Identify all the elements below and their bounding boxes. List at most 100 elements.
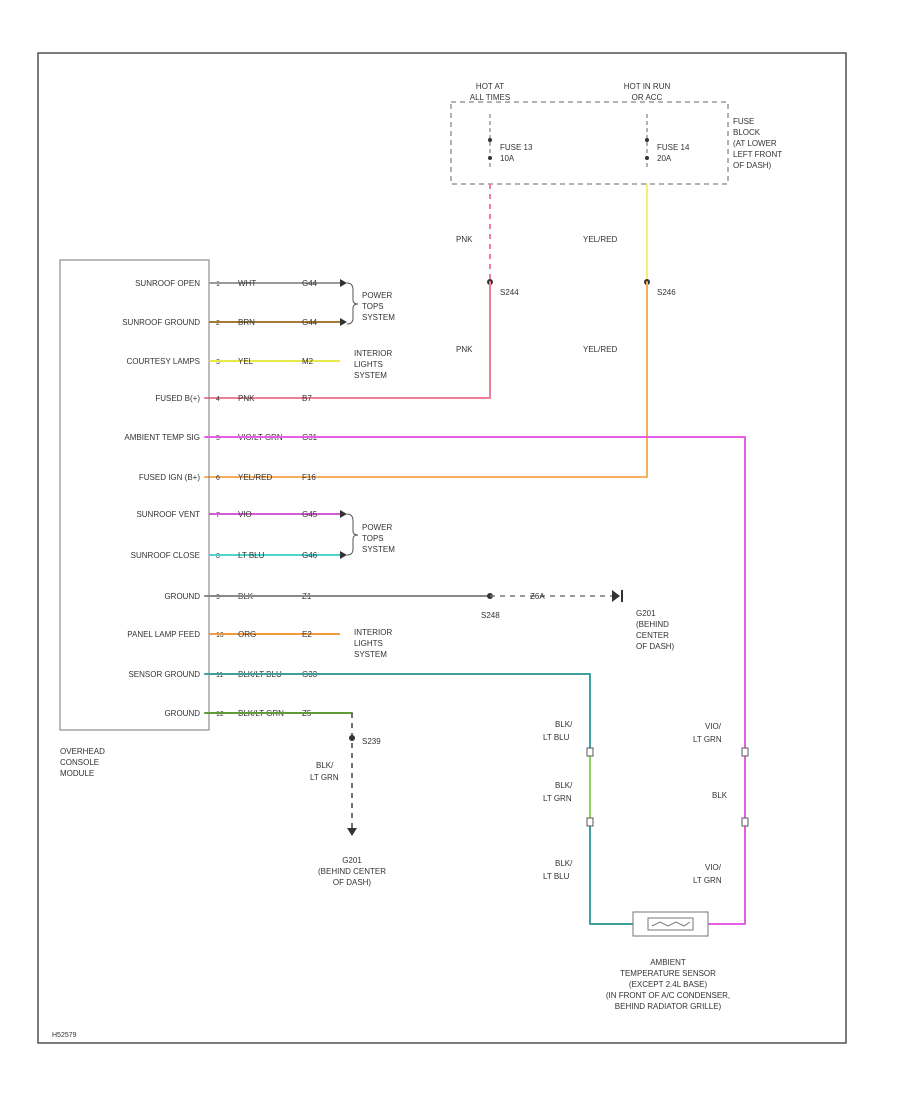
module-label-2: CONSOLE xyxy=(60,758,99,767)
connector-c2-left xyxy=(586,817,594,827)
interior-lights-1-label-1: INTERIOR xyxy=(354,349,392,358)
right-wire-2-label: BLK xyxy=(712,791,728,800)
wire-color-label: ORG xyxy=(238,630,256,639)
z6a-label: Z6A xyxy=(530,592,545,601)
power-tops-1-label-1: POWER xyxy=(362,291,392,300)
module-pin-number: 5 xyxy=(216,435,220,442)
module-pin-number: 12 xyxy=(216,711,224,718)
wire-arrow-icon xyxy=(340,551,347,559)
module-label-1: OVERHEAD xyxy=(60,747,105,756)
wire-color-label: WHT xyxy=(238,279,256,288)
wire-arrow-icon xyxy=(340,279,347,287)
module-outline xyxy=(59,259,210,731)
wire-color-label: YEL/RED xyxy=(238,473,272,482)
module-pin-label: FUSED B(+) xyxy=(155,394,200,403)
wire-color-label: BRN xyxy=(238,318,255,327)
fuse-block-label-5: OF DASH) xyxy=(733,161,772,170)
sensor-label-2: TEMPERATURE SENSOR xyxy=(620,969,716,978)
g201-left-label-3: OF DASH) xyxy=(333,878,372,887)
pnk-lower-label: PNK xyxy=(456,345,473,354)
sensor-label-3: (EXCEPT 2.4L BASE) xyxy=(629,980,708,989)
left-wire-3-label-2: LT BLU xyxy=(543,872,570,881)
module-pin-number: 10 xyxy=(216,632,224,639)
s239-splice xyxy=(349,735,355,741)
ground-circuit-s239: S239 BLK/ LT GRN G201 (BEHIND CENTER OF … xyxy=(204,712,386,887)
right-wire-1-label-2: LT GRN xyxy=(693,735,722,744)
fuse-block-label-2: BLOCK xyxy=(733,128,761,137)
module-pin-label: SUNROOF VENT xyxy=(136,510,200,519)
right-wire-3-label-1: VIO/ xyxy=(705,863,722,872)
wire-arrow-icon xyxy=(340,318,347,326)
s248-label: S248 xyxy=(481,611,500,620)
left-wire-1-label-2: LT BLU xyxy=(543,733,570,742)
yel-red-feed-circuit: YEL/RED S246 YEL/RED xyxy=(204,183,676,478)
ambient-temperature-sensor: AMBIENT TEMPERATURE SENSOR (EXCEPT 2.4L … xyxy=(606,911,730,1011)
power-tops-1-label-3: SYSTEM xyxy=(362,313,395,322)
sensor-ground-circuit: BLK/ LT BLU BLK/ LT GRN BLK/ LT BLU VIO/… xyxy=(204,673,749,925)
fuse-block-label-1: FUSE xyxy=(733,117,754,126)
sensor-label-5: BEHIND RADIATOR GRILLE) xyxy=(615,1002,722,1011)
circuit-id-label: B7 xyxy=(302,394,312,403)
module-pin-label: SUNROOF GROUND xyxy=(122,318,200,327)
module-pin-number: 9 xyxy=(216,594,220,601)
module-pin-number: 1 xyxy=(216,281,220,288)
fuse-block: HOT AT ALL TIMES HOT IN RUN OR ACC FUSE … xyxy=(450,82,782,185)
hot-in-run-label-1: HOT IN RUN xyxy=(624,82,671,91)
fuse-block-label-4: LEFT FRONT xyxy=(733,150,782,159)
wire-color-label: PNK xyxy=(238,394,255,403)
g201-right-label-1: G201 xyxy=(636,609,656,618)
interior-lights-1-label-2: LIGHTS xyxy=(354,360,383,369)
s239-label: S239 xyxy=(362,737,381,746)
sensor-label-4: (IN FRONT OF A/C CONDENSER, xyxy=(606,991,730,1000)
module-pin-label: FUSED IGN (B+) xyxy=(139,473,200,482)
wire-color-label: YEL xyxy=(238,357,254,366)
s239-wire-label-2: LT GRN xyxy=(310,773,339,782)
left-wire-2-label-2: LT GRN xyxy=(543,794,572,803)
power-tops-2-label-1: POWER xyxy=(362,523,392,532)
sensor-body xyxy=(632,911,709,937)
g201-right-label-4: OF DASH) xyxy=(636,642,675,651)
s246-label: S246 xyxy=(657,288,676,297)
pnk-wire xyxy=(204,281,491,399)
interior-lights-2-label-1: INTERIOR xyxy=(354,628,392,637)
g201-right-label-3: CENTER xyxy=(636,631,669,640)
left-wire-2-label-1: BLK/ xyxy=(555,781,573,790)
g201-ground-icon xyxy=(612,590,620,602)
power-tops-1-label-2: TOPS xyxy=(362,302,384,311)
module-pin-number: 8 xyxy=(216,553,220,560)
g201-right-label-2: (BEHIND xyxy=(636,620,669,629)
interior-lights-1-label-3: SYSTEM xyxy=(354,371,387,380)
system-references: POWER TOPS SYSTEM INTERIOR LIGHTS SYSTEM… xyxy=(346,282,395,659)
pnk-upper-label: PNK xyxy=(456,235,473,244)
module-pin-number: 3 xyxy=(216,359,220,366)
circuit-id-label: G44 xyxy=(302,318,318,327)
left-wire-3-label-1: BLK/ xyxy=(555,859,573,868)
fuse13-terminal xyxy=(488,138,492,142)
fuse14-label-1: FUSE 14 xyxy=(657,143,690,152)
module-pin-number: 7 xyxy=(216,512,220,519)
wire-arrow-icon xyxy=(340,510,347,518)
circuit-id-label: F16 xyxy=(302,473,316,482)
module-pin-number: 6 xyxy=(216,475,220,482)
hot-at-all-times-label-1: HOT AT xyxy=(476,82,504,91)
connector-c1-right xyxy=(741,747,749,757)
module-pin-label: AMBIENT TEMP SIG xyxy=(124,433,200,442)
module-pin-label: SUNROOF CLOSE xyxy=(131,551,200,560)
fuse-block-outline xyxy=(450,101,729,185)
ground-circuit-s248: S248 Z6A G201 (BEHIND CENTER OF DASH) xyxy=(204,590,675,651)
module-pin-number: 2 xyxy=(216,320,220,327)
module-pin-number: 11 xyxy=(216,672,223,679)
right-wire-3-label-2: LT GRN xyxy=(693,876,722,885)
s244-label: S244 xyxy=(500,288,519,297)
power-tops-brace-2 xyxy=(346,513,359,556)
fuse13-label-1: FUSE 13 xyxy=(500,143,533,152)
g201-left-label-2: (BEHIND CENTER xyxy=(318,867,386,876)
circuit-id-label: G44 xyxy=(302,279,318,288)
module-pin-label: GROUND xyxy=(164,592,200,601)
module-pin-label: SENSOR GROUND xyxy=(128,670,200,679)
circuit-id-label: G45 xyxy=(302,510,318,519)
module-label-3: MODULE xyxy=(60,769,94,778)
power-tops-2-label-2: TOPS xyxy=(362,534,384,543)
